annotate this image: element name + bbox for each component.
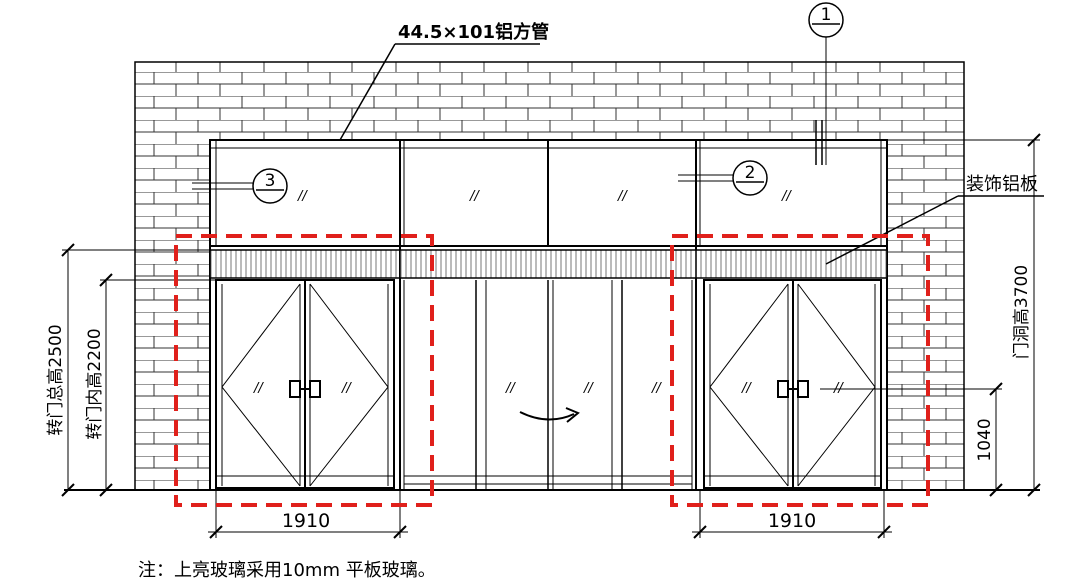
center-revolving-door xyxy=(403,280,693,490)
glass-mark: // xyxy=(341,381,352,396)
glass-mark: // xyxy=(781,189,792,204)
tube-label-callout: 44.5×101铝方管 xyxy=(339,21,549,141)
glass-mark: // xyxy=(617,189,628,204)
rotation-arrow xyxy=(519,411,575,421)
revolving-inner-height-label: 转门内高2200 xyxy=(85,328,105,439)
right-highlight-box xyxy=(670,234,930,507)
right-width-label: 1910 xyxy=(768,510,816,532)
left-door-handle xyxy=(289,380,301,398)
right-door-unit xyxy=(703,279,882,490)
door-opening-height-label: 门洞高3700 xyxy=(1012,265,1032,359)
tube-label: 44.5×101铝方管 xyxy=(398,21,549,43)
left-width-label: 1910 xyxy=(282,510,330,532)
glass-mark: // xyxy=(741,381,752,396)
glass-mark: // xyxy=(253,381,264,396)
glass-mark: // xyxy=(651,381,662,396)
left-highlight-box xyxy=(174,234,434,507)
revolving-total-height-label: 转门总高2500 xyxy=(46,324,66,435)
footnote: 注：上亮玻璃采用10mm 平板玻璃。 xyxy=(138,560,436,581)
panel-label: 装饰铝板 xyxy=(966,174,1038,195)
right-dimensions xyxy=(820,133,1041,497)
callout-2: 2 xyxy=(678,160,768,196)
glass-mark: // xyxy=(505,381,516,396)
callout-3-number: 3 xyxy=(265,171,276,191)
glass-mark: // xyxy=(297,189,308,204)
transom-glass-row xyxy=(210,140,887,490)
decorative-panel-band xyxy=(209,249,888,279)
callout-2-number: 2 xyxy=(745,163,756,183)
callout-1: 1 xyxy=(808,2,844,165)
left-dimensions xyxy=(61,243,216,497)
bottom-dimensions xyxy=(208,490,892,539)
glass-mark: // xyxy=(583,381,594,396)
right-door-handle xyxy=(777,380,789,398)
panel-label-callout: 装饰铝板 xyxy=(825,174,1044,265)
callout-1-number: 1 xyxy=(821,5,832,25)
glass-mark: // xyxy=(469,189,480,204)
left-door-unit xyxy=(215,279,395,490)
callout-3: 3 xyxy=(192,168,288,204)
handle-height-label: 1040 xyxy=(975,418,995,461)
